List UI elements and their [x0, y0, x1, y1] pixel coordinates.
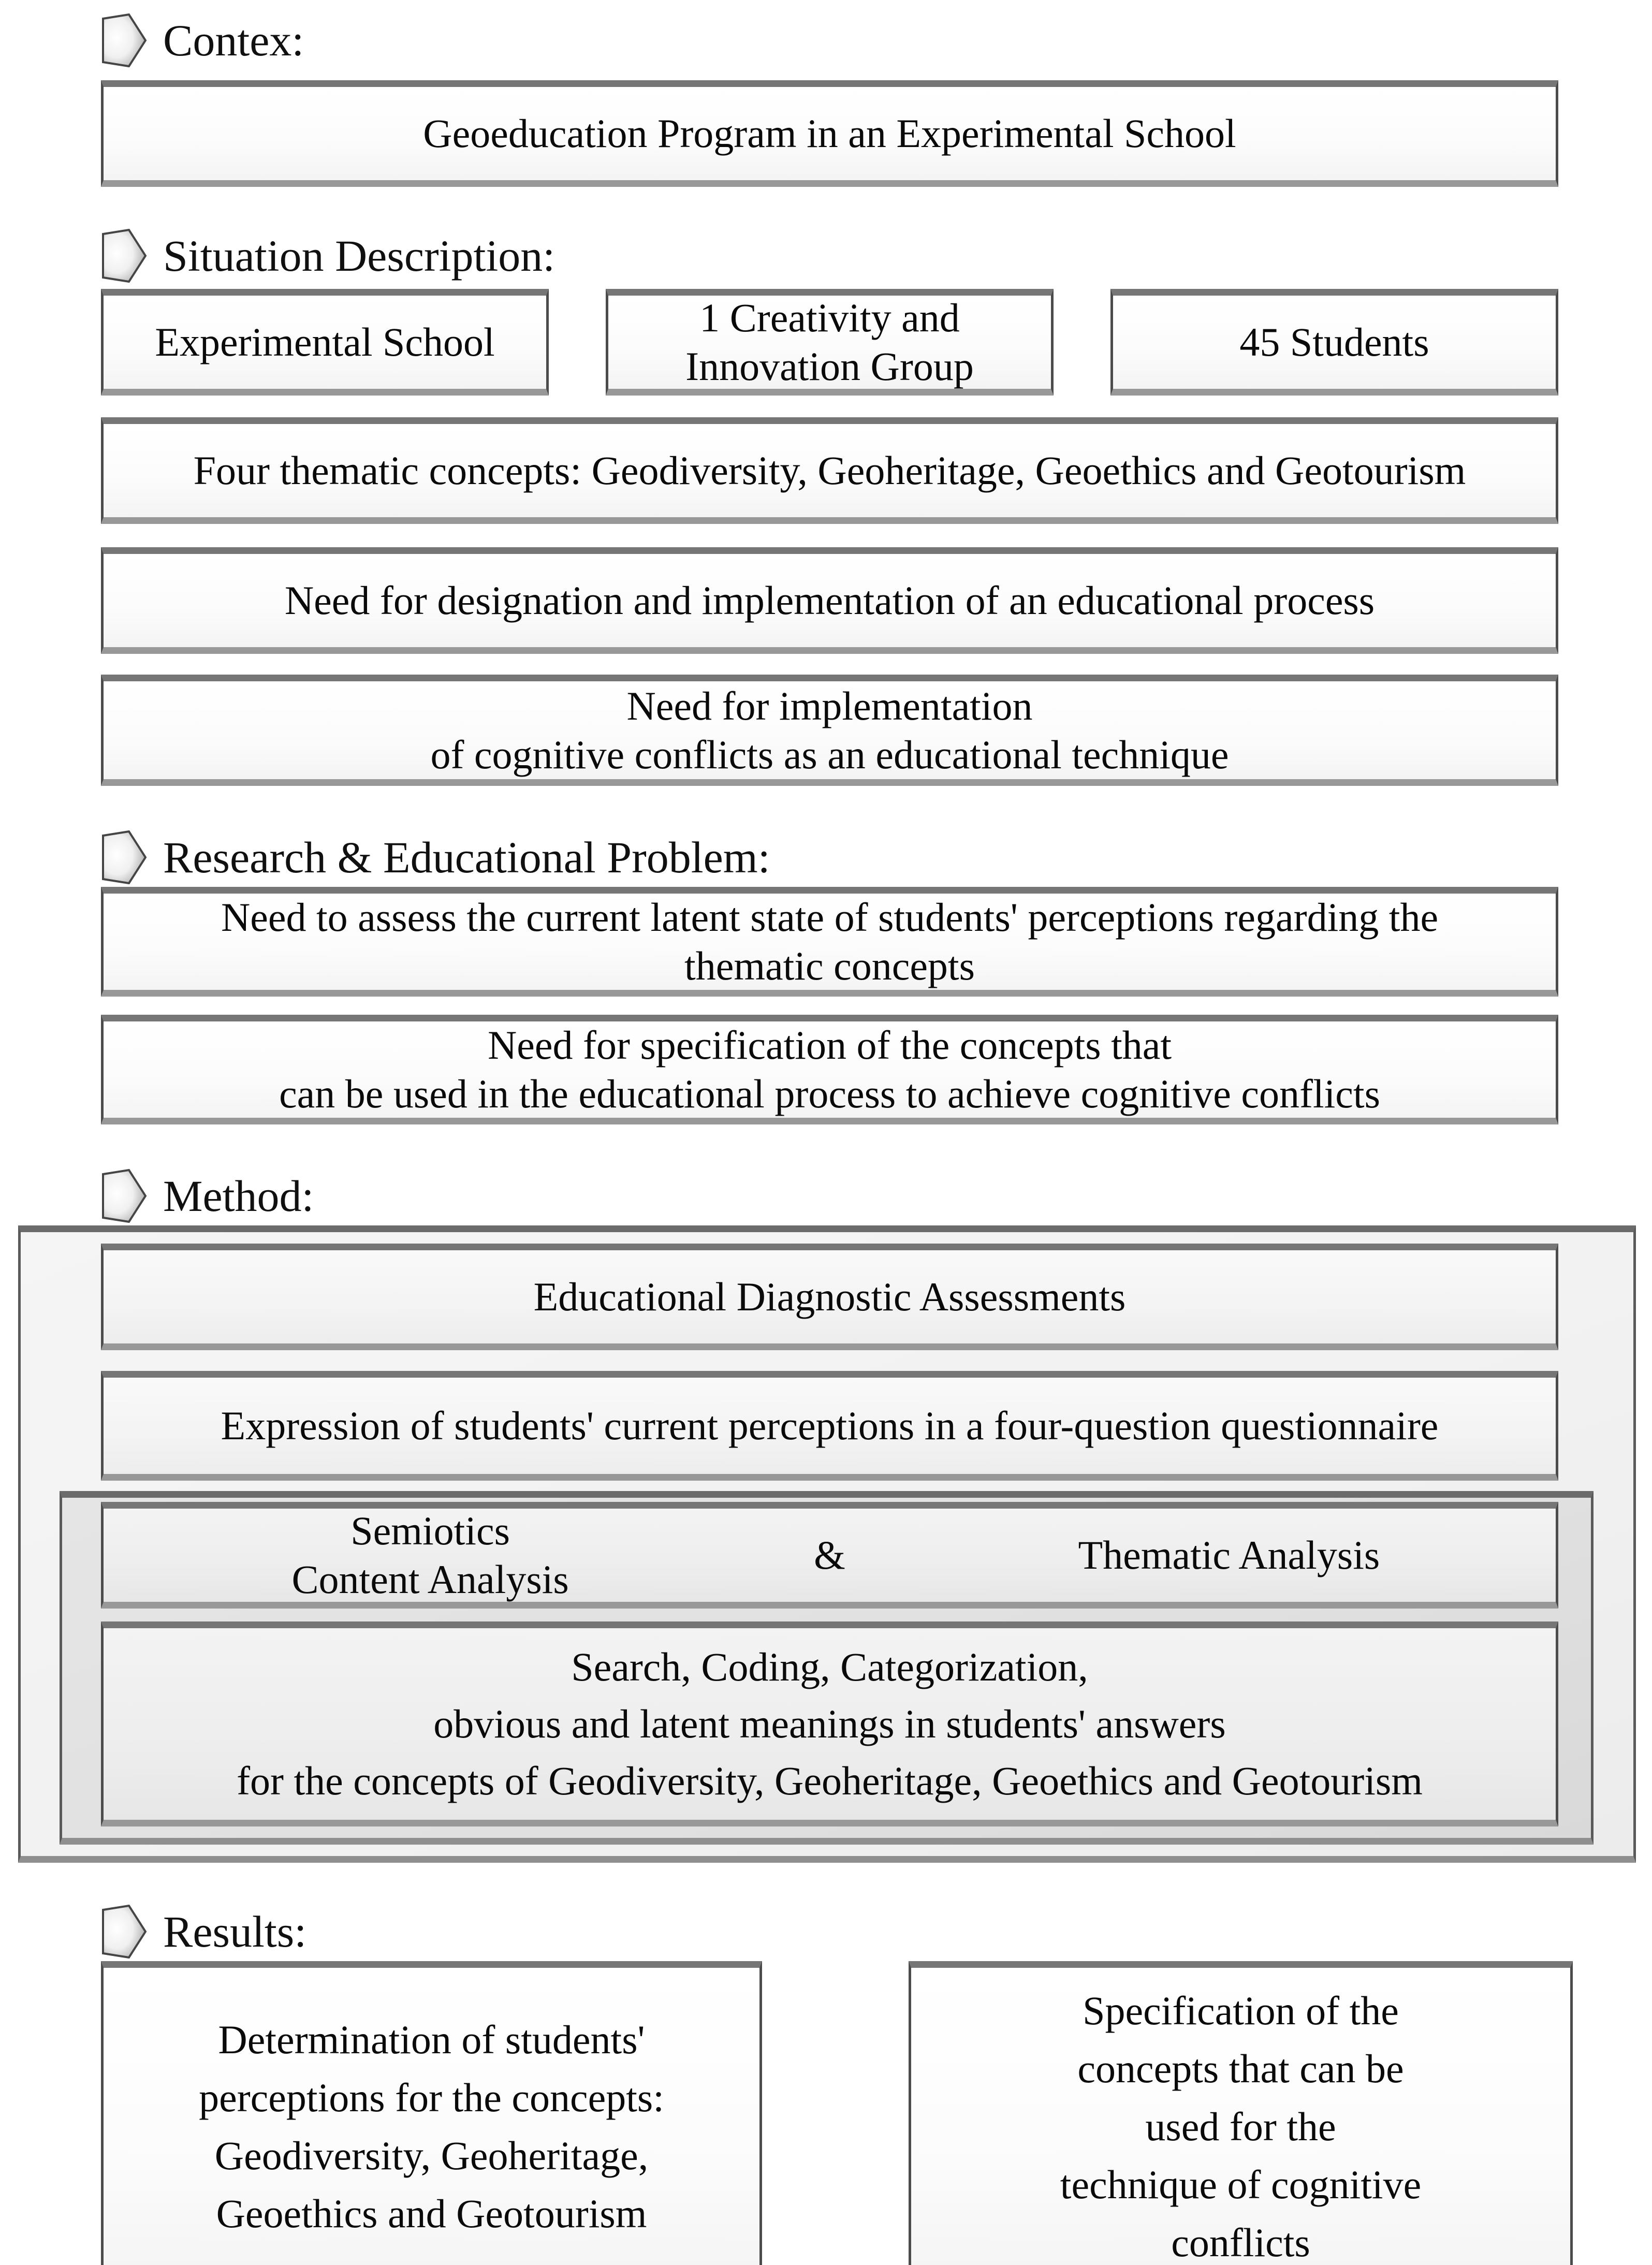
- semiotics-line2: Content Analysis: [291, 1557, 569, 1602]
- need-assess-line1: Need to assess the current latent state …: [221, 895, 1439, 940]
- thematic-concepts-text: Four thematic concepts: Geodiversity, Ge…: [193, 448, 1466, 493]
- arrow-bullet-icon: [102, 228, 147, 283]
- analysis-container: Semiotics Content Analysis & Thematic An…: [60, 1491, 1593, 1845]
- results-left-line4: Geoethics and Geotourism: [216, 2191, 647, 2236]
- method-container: Educational Diagnostic Assessments Expre…: [18, 1225, 1636, 1863]
- section-heading-situation: Situation Description:: [101, 228, 1652, 283]
- diagnostic-assessments-box: Educational Diagnostic Assessments: [101, 1244, 1558, 1350]
- thematic-cell: Thematic Analysis: [902, 1531, 1556, 1580]
- heading-label-situation: Situation Description:: [163, 230, 555, 281]
- arrow-bullet-icon: [102, 13, 147, 67]
- ampersand-cell: &: [757, 1531, 902, 1580]
- context-box: Geoeducation Program in an Experimental …: [101, 80, 1558, 187]
- results-row: Determination of students' perceptions f…: [101, 1961, 1573, 2265]
- results-right-line3: used for the: [1145, 2104, 1336, 2149]
- section-heading-results: Results:: [101, 1904, 1652, 1959]
- need-specification-line1: Need for specification of the concepts t…: [487, 1022, 1172, 1068]
- results-left-box: Determination of students' perceptions f…: [101, 1961, 762, 2265]
- results-left-line3: Geodiversity, Geoheritage,: [214, 2133, 649, 2178]
- situation-row: Experimental School 1 Creativity and Inn…: [101, 289, 1558, 396]
- search-coding-box: Search, Coding, Categorization, obvious …: [101, 1621, 1558, 1826]
- need-specification-box: Need for specification of the concepts t…: [101, 1015, 1558, 1124]
- results-right-line2: concepts that can be: [1077, 2046, 1404, 2091]
- results-left-line2: perceptions for the concepts:: [199, 2075, 664, 2120]
- need-assess-box: Need to assess the current latent state …: [101, 887, 1558, 997]
- creativity-group-text-line2: Innovation Group: [685, 344, 974, 389]
- results-left-line1: Determination of students': [218, 2017, 645, 2062]
- heading-label-results: Results:: [163, 1906, 307, 1956]
- results-right-box: Specification of the concepts that can b…: [909, 1961, 1573, 2265]
- expression-text: Expression of students' current percepti…: [221, 1403, 1439, 1448]
- need-designation-box: Need for designation and implementation …: [101, 547, 1558, 654]
- results-right-line1: Specification of the: [1083, 1988, 1399, 2033]
- diagnostic-assessments-text: Educational Diagnostic Assessments: [533, 1274, 1126, 1319]
- section-heading-research: Research & Educational Problem:: [101, 830, 1652, 884]
- analysis-box: Semiotics Content Analysis & Thematic An…: [101, 1502, 1558, 1609]
- thematic-analysis-text: Thematic Analysis: [1078, 1532, 1380, 1577]
- arrow-bullet-icon: [102, 1904, 147, 1959]
- expression-box: Expression of students' current percepti…: [101, 1371, 1558, 1481]
- experimental-school-box: Experimental School: [101, 289, 549, 396]
- arrow-bullet-icon: [102, 830, 147, 884]
- need-implementation-line1: Need for implementation: [626, 683, 1033, 728]
- need-specification-line2: can be used in the educational process t…: [279, 1071, 1380, 1116]
- section-heading-method: Method:: [101, 1168, 1652, 1223]
- need-assess-line2: thematic concepts: [684, 943, 975, 988]
- results-right-line5: conflicts: [1171, 2220, 1310, 2265]
- semiotics-cell: Semiotics Content Analysis: [104, 1507, 757, 1604]
- semiotics-line1: Semiotics: [350, 1508, 510, 1553]
- section-heading-context: Contex:: [101, 13, 1652, 67]
- search-coding-line1: Search, Coding, Categorization,: [571, 1644, 1088, 1689]
- students-box: 45 Students: [1110, 289, 1558, 396]
- heading-label-method: Method:: [163, 1171, 314, 1221]
- heading-label-context: Contex:: [163, 15, 304, 65]
- students-text: 45 Students: [1239, 319, 1429, 364]
- creativity-group-text-line1: 1 Creativity and: [699, 295, 960, 340]
- experimental-school-text: Experimental School: [155, 319, 495, 364]
- arrow-bullet-icon: [102, 1168, 147, 1223]
- results-right-line4: technique of cognitive: [1060, 2162, 1422, 2207]
- search-coding-line3: for the concepts of Geodiversity, Geoher…: [237, 1758, 1423, 1803]
- context-box-text: Geoeducation Program in an Experimental …: [423, 111, 1236, 156]
- ampersand-text: &: [814, 1532, 845, 1577]
- need-designation-text: Need for designation and implementation …: [284, 578, 1375, 623]
- need-implementation-box: Need for implementation of cognitive con…: [101, 675, 1558, 786]
- need-implementation-line2: of cognitive conflicts as an educational…: [430, 732, 1229, 777]
- thematic-concepts-box: Four thematic concepts: Geodiversity, Ge…: [101, 417, 1558, 524]
- heading-label-research: Research & Educational Problem:: [163, 832, 770, 882]
- creativity-group-box: 1 Creativity and Innovation Group: [606, 289, 1054, 396]
- search-coding-line2: obvious and latent meanings in students'…: [433, 1701, 1226, 1746]
